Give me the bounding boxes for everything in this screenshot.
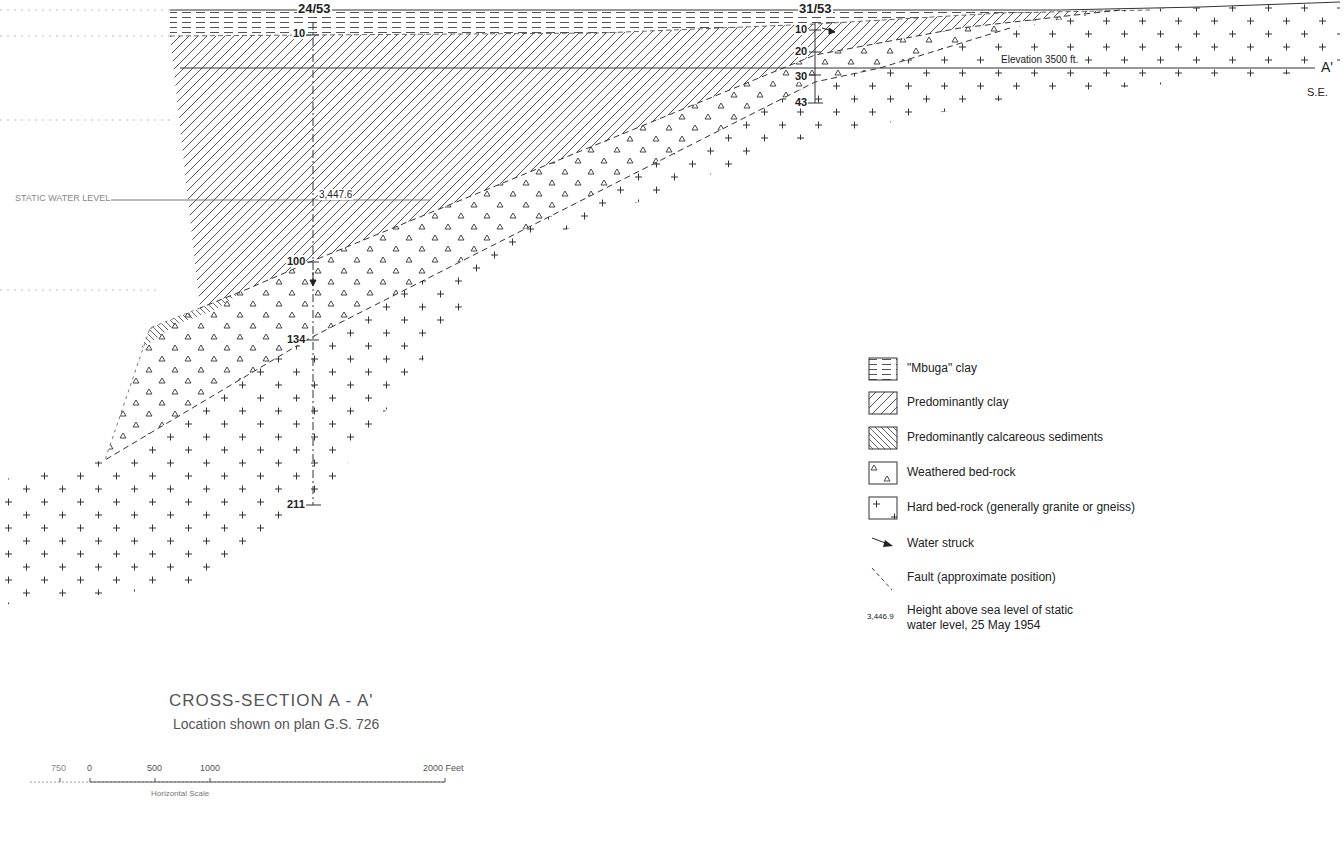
static-water-level-line — [108, 200, 430, 201]
borehole-31-53 — [807, 22, 823, 103]
legend-swatch — [868, 532, 900, 558]
scale-title: Horizontal Scale — [150, 790, 210, 799]
depth-label: 211 — [286, 498, 306, 510]
borehole-number: 24/53 — [297, 2, 332, 16]
depth-label: 43 — [794, 96, 808, 108]
legend-swatch — [868, 391, 900, 417]
scale-number: 750 — [50, 764, 67, 774]
scale-number: 500 — [146, 764, 163, 774]
weathered-bedrock — [105, 10, 1120, 460]
legend-text: Predominantly calcareous sediments — [907, 426, 1103, 445]
legend-text: Height above sea level of static water l… — [907, 603, 1097, 633]
legend-swatch — [868, 566, 900, 592]
depth-label: 134 — [286, 333, 306, 345]
ground-surface — [170, 2, 1340, 10]
legend-row: Fault (approximate position) — [868, 566, 1056, 585]
depth-label: 20 — [794, 45, 808, 57]
water-level-height: 3,447.6 — [318, 189, 353, 200]
legend-swatch — [868, 496, 900, 522]
water-level-label: STATIC WATER LEVEL — [14, 194, 111, 204]
scale-number: 2000 Feet — [422, 764, 465, 774]
scale-number: 1000 — [199, 764, 221, 774]
depth-label: 100 — [286, 255, 306, 267]
clay-weathered-boundary — [200, 10, 1120, 308]
legend-swatch — [868, 461, 900, 487]
scale-number: 0 — [86, 764, 93, 774]
legend-text: Fault (approximate position) — [907, 566, 1056, 585]
legend-text: Weathered bed-rock — [907, 461, 1016, 480]
section-title: CROSS-SECTION A - A' — [168, 692, 375, 711]
legend-row: Height above sea level of static water l… — [868, 603, 1097, 633]
depth-label: 10 — [794, 23, 808, 35]
calcareous-wedge — [140, 290, 245, 350]
legend-text: Water struck — [907, 532, 974, 551]
legend-sample-number: 3,446.9 — [866, 613, 895, 622]
legend-text: Hard bed-rock (generally granite or gnei… — [907, 496, 1135, 515]
weathered-hard-boundary — [105, 28, 1010, 460]
scale-bar — [30, 778, 445, 782]
depth-label: 10 — [292, 27, 306, 39]
legend-swatch — [868, 357, 900, 383]
legend-row: Predominantly calcareous sediments — [868, 426, 1103, 445]
strata — [0, 2, 1340, 605]
borehole-number: 31/53 — [798, 2, 833, 16]
section-caption: Location shown on plan G.S. 726 — [172, 717, 380, 732]
legend-swatch — [868, 426, 900, 452]
water-struck-arrows — [310, 28, 835, 286]
elevation-label: Elevation 3500 ft. — [1000, 54, 1079, 65]
legend-row: Predominantly clay — [868, 391, 1008, 410]
faint-left-mbuga — [0, 10, 170, 290]
section-end-label: A' — [1320, 60, 1334, 75]
elevation-line — [180, 68, 1315, 69]
legend-text: "Mbuga" clay — [907, 357, 977, 376]
borehole-24-53 — [305, 22, 321, 505]
legend-row: Water struck — [868, 532, 974, 551]
legend-row: Hard bed-rock (generally granite or gnei… — [868, 496, 1135, 515]
direction-label: S.E. — [1306, 86, 1329, 98]
legend-row: "Mbuga" clay — [868, 357, 977, 376]
fault-line — [105, 308, 200, 460]
depth-label: 30 — [794, 70, 808, 82]
legend-text: Predominantly clay — [907, 391, 1008, 410]
legend-row: Weathered bed-rock — [868, 461, 1016, 480]
hard-bedrock — [0, 2, 1340, 605]
